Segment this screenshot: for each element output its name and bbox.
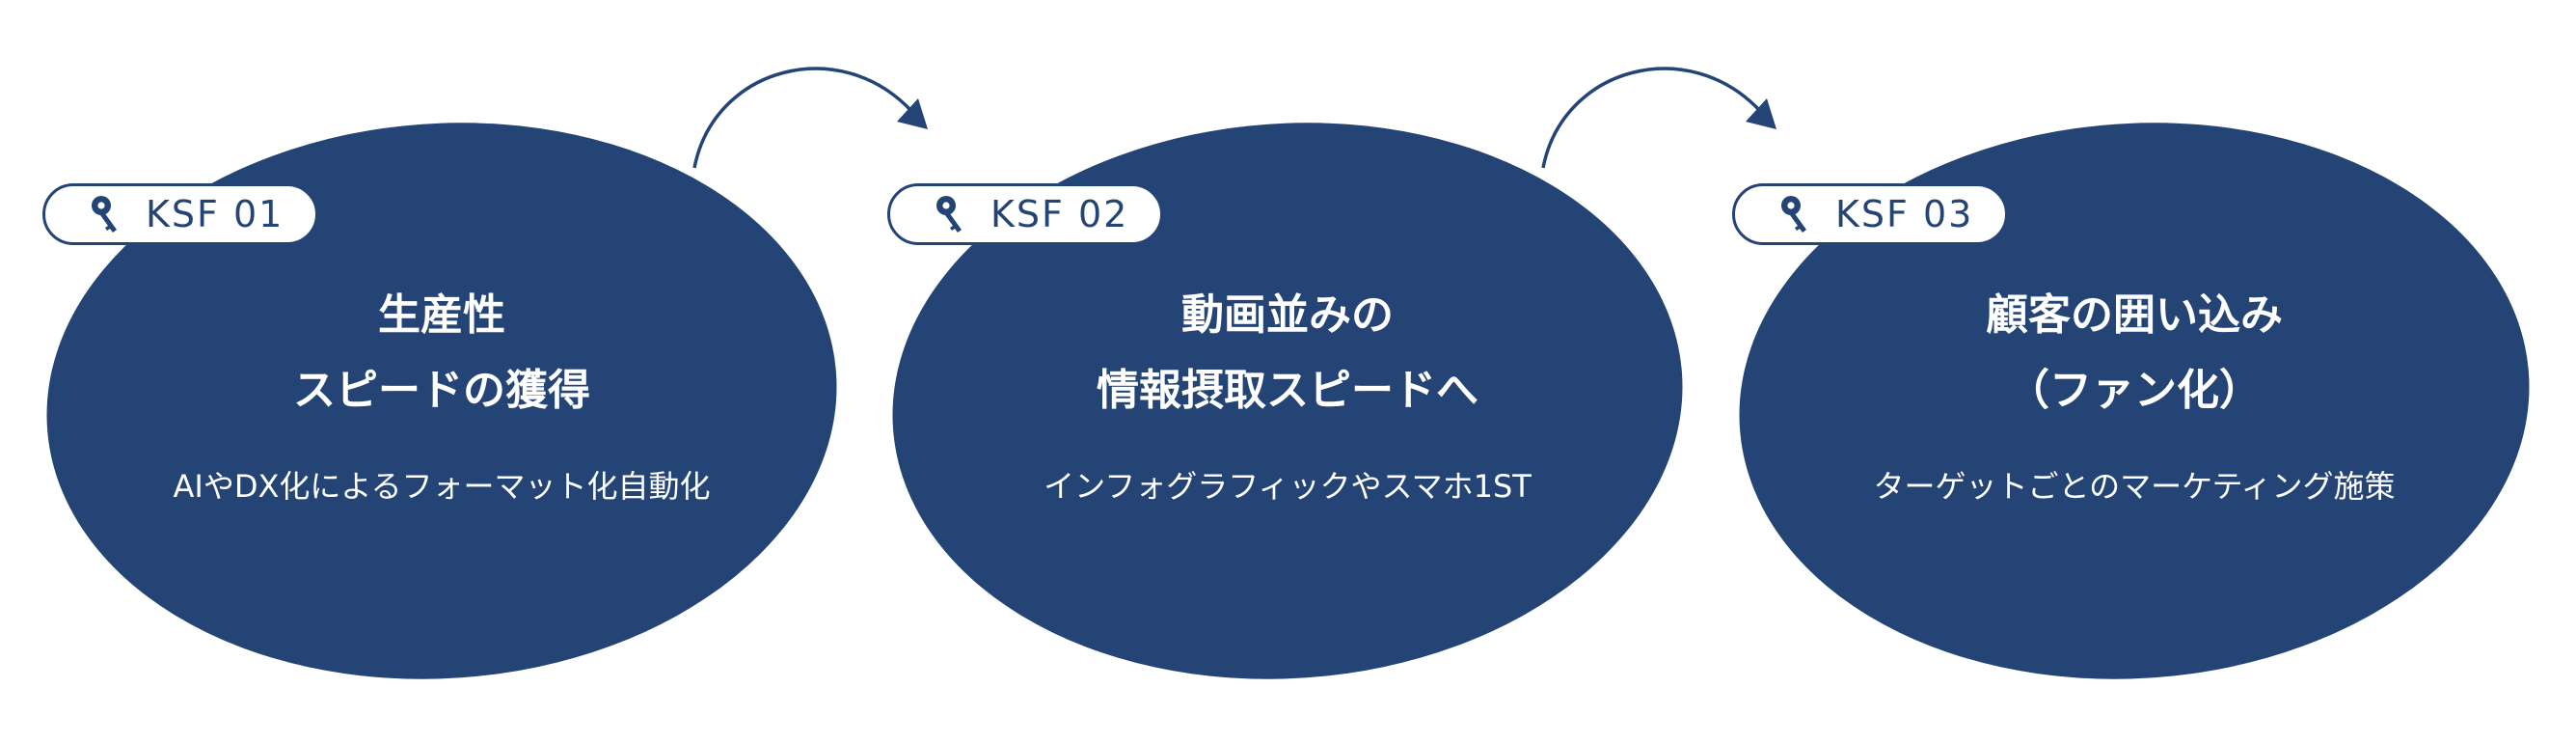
ksf-03-description: ターゲットごとのマーケティング施策 [1873, 468, 2396, 505]
ksf-02-description: インフォグラフィックやスマホ1ST [1044, 468, 1532, 505]
ksf-01-title-line-2: スピードの獲得 [293, 366, 590, 415]
ksf-02-badge: KSF 02 [887, 183, 1163, 245]
ksf-01-description: AIやDX化によるフォーマット化自動化 [173, 468, 711, 505]
ksf-02-badge-label: KSF 02 [990, 193, 1129, 235]
key-icon [936, 196, 962, 233]
ksf-01-badge-label: KSF 01 [146, 193, 285, 235]
ksf-02-title: 動画並みの 情報摂取スピードへ [892, 278, 1683, 428]
ksf-03-badge: KSF 03 [1732, 183, 2008, 245]
ksf-03-title-line-1: 顧客の囲い込み [1986, 290, 2283, 340]
ksf-01-title: 生産性 スピードの獲得 [46, 278, 837, 428]
ksf-02-title-line-2: 情報摂取スピードへ [1097, 366, 1478, 415]
ksf-01-badge: KSF 01 [42, 183, 318, 245]
key-icon [1781, 196, 1806, 233]
key-icon [92, 196, 117, 233]
ksf-03-badge-label: KSF 03 [1835, 193, 1974, 235]
ksf-03-title: 顧客の囲い込み （ファン化） [1739, 278, 2530, 428]
ksf-02-title-line-1: 動画並みの [1181, 290, 1394, 340]
curved-arrow-icon [1541, 67, 1776, 169]
ksf-01-title-line-1: 生産性 [378, 290, 505, 340]
curved-arrow-icon [692, 67, 928, 169]
ksf-03-title-line-2: （ファン化） [2007, 366, 2262, 415]
